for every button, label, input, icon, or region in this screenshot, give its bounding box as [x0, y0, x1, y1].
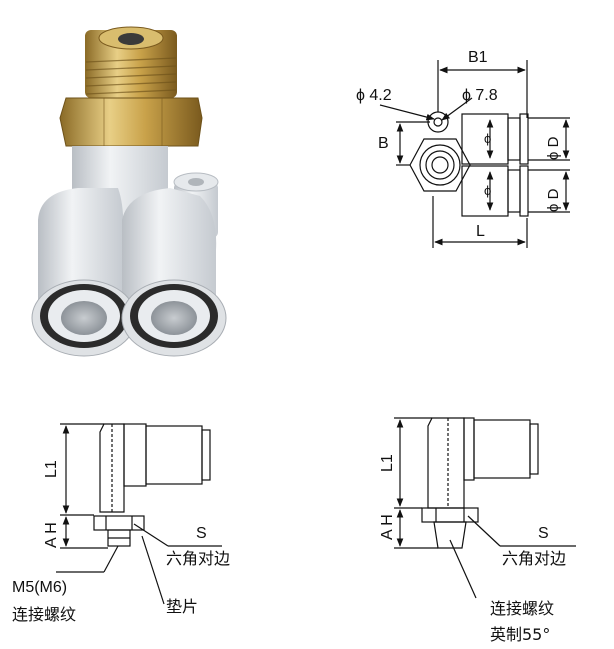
right-side-drawing [394, 417, 576, 599]
right-thread-standard: 英制55° [490, 625, 550, 644]
right-hex [421, 507, 479, 523]
vent-circle [427, 111, 449, 133]
left-thread-note: 连接螺纹 [12, 605, 76, 624]
right-hex-label: S [538, 525, 549, 542]
left-side-labels: L1 A H S 六角对边 M5(M6) 连接螺纹 垫片 [12, 460, 230, 624]
dim-port-upper-label: ϕ D [545, 136, 562, 160]
right-side-labels: L1 A H S 六角对边 连接螺纹 英制55° [379, 454, 566, 644]
dim-hole-small-label: ϕ 4.2 [356, 87, 392, 104]
dim-port-lower-label: ϕ D [545, 188, 562, 212]
dim-b-label: B [378, 135, 389, 152]
left-thread-label: M5(M6) [12, 579, 67, 596]
dim-hole-large-label: ϕ 7.8 [462, 87, 498, 104]
right-dim-ah-label: A H [379, 514, 396, 540]
port-face-right [121, 279, 227, 357]
upper-tube [461, 113, 529, 165]
dim-b1-label: B1 [468, 49, 488, 66]
right-tapered-thread [433, 521, 467, 549]
right-hex-note: 六角对边 [502, 549, 566, 568]
port-face-left [31, 279, 137, 357]
top-view-drawing [379, 60, 570, 248]
right-thread-note: 连接螺纹 [490, 599, 554, 618]
left-washer-note: 垫片 [166, 597, 198, 616]
product-photo [31, 26, 227, 357]
left-side-drawing [56, 423, 222, 605]
tube-mark-lower: ϕ [484, 183, 491, 198]
lower-tube [461, 165, 529, 217]
tube-mark-upper: ϕ [484, 131, 491, 146]
right-dim-l1-label: L1 [379, 454, 396, 472]
brass-hex-nut [59, 97, 203, 147]
left-hex-note: 六角对边 [166, 549, 230, 568]
left-dim-l1-label: L1 [43, 460, 60, 478]
left-hex-label: S [196, 525, 207, 542]
left-hex [93, 515, 145, 531]
left-dim-ah-label: A H [43, 522, 60, 548]
dim-l-label: L [476, 223, 485, 240]
brass-thread [85, 26, 177, 98]
top-view-labels: B1 ϕ 4.2 ϕ 7.8 B L ϕ ϕ ϕ D ϕ D [356, 49, 562, 240]
top-hex-outline [409, 138, 471, 192]
